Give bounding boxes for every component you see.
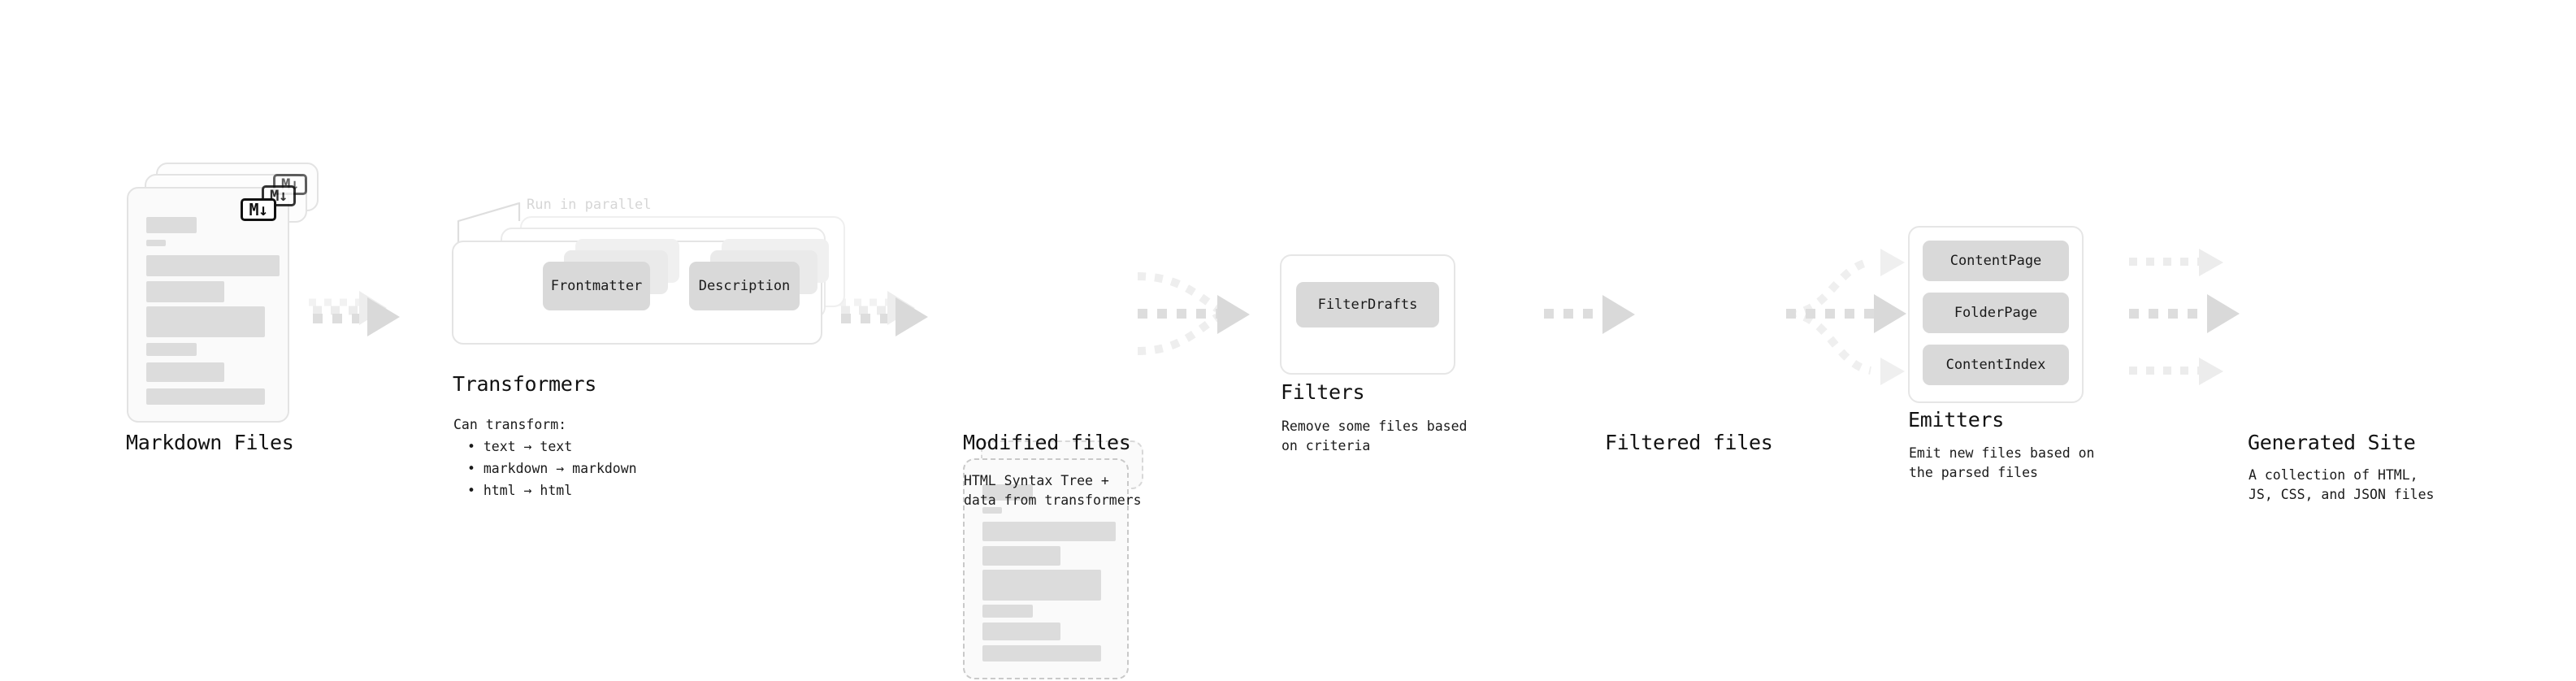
markdown-icon: M↓ — [241, 198, 276, 221]
stage-title-markdown-files: Markdown Files — [126, 431, 294, 454]
emitter-chip-contentpage[interactable]: ContentPage — [1923, 241, 2069, 281]
emitter-chip-contentindex[interactable]: ContentIndex — [1923, 345, 2069, 385]
stage-subtitle-emitters: Emit new files based on the parsed files — [1909, 445, 2095, 480]
stage-subtitle-transformers: Can transform: — [453, 417, 567, 432]
skeleton-line — [982, 484, 1033, 501]
skeleton-line — [146, 255, 280, 276]
skeleton-line — [146, 217, 197, 233]
skeleton-line — [982, 570, 1101, 601]
stage-title-generated-site: Generated Site — [2248, 431, 2416, 454]
skeleton-line — [146, 388, 265, 405]
stage-modified-files — [963, 440, 1158, 681]
skeleton-line — [146, 240, 166, 246]
stage-title-filters: Filters — [1281, 380, 1365, 404]
stage-filters: FilterDrafts — [1280, 254, 1455, 375]
modified-card-front — [963, 458, 1129, 679]
stage-subtitle-filters: Remove some files based on criteria — [1281, 419, 1468, 453]
transformer-bullet-3: • html → html — [467, 483, 573, 498]
connector-emitters-to-site — [2129, 249, 2240, 385]
connector-filters-to-filtered — [1544, 295, 1635, 334]
stage-title-emitters: Emitters — [1908, 408, 2005, 432]
transformer-chip-description[interactable]: Description — [689, 262, 800, 310]
transformer-bullet-1: • text → text — [467, 439, 573, 454]
skeleton-line — [982, 605, 1033, 618]
markdown-card-front — [127, 187, 289, 423]
stage-emitters: ContentPage FolderPage ContentIndex — [1908, 226, 2084, 403]
transformer-chip-frontmatter[interactable]: Frontmatter — [543, 262, 650, 310]
skeleton-line — [982, 622, 1060, 640]
transformer-bullet-2: • markdown → markdown — [467, 461, 637, 476]
emitter-chip-folderpage[interactable]: FolderPage — [1923, 293, 2069, 333]
skeleton-line — [146, 343, 197, 356]
skeleton-line — [982, 522, 1116, 541]
skeleton-line — [146, 281, 224, 302]
stage-subtitle-modified-files: HTML Syntax Tree + data from transformer… — [964, 473, 1142, 508]
run-in-parallel-label: Run in parallel — [527, 197, 652, 213]
connector-modified-to-filters — [1137, 272, 1250, 355]
stage-title-modified-files: Modified files — [963, 431, 1131, 454]
skeleton-line — [982, 645, 1101, 661]
stage-markdown-files: M↓ M↓ M↓ — [127, 163, 330, 423]
skeleton-line — [146, 306, 265, 337]
stage-title-transformers: Transformers — [453, 372, 597, 396]
skeleton-line — [982, 546, 1060, 566]
skeleton-line — [146, 362, 224, 382]
connector-filtered-to-emitters — [1786, 249, 1906, 385]
skeleton-line — [982, 507, 1002, 514]
stage-subtitle-generated-site: A collection of HTML, JS, CSS, and JSON … — [2249, 467, 2435, 502]
stage-title-filtered-files: Filtered files — [1605, 431, 1773, 454]
filter-chip-filterdrafts[interactable]: FilterDrafts — [1296, 282, 1439, 327]
stage-transformers: Frontmatter Description Frontmatter Desc… — [452, 203, 858, 345]
